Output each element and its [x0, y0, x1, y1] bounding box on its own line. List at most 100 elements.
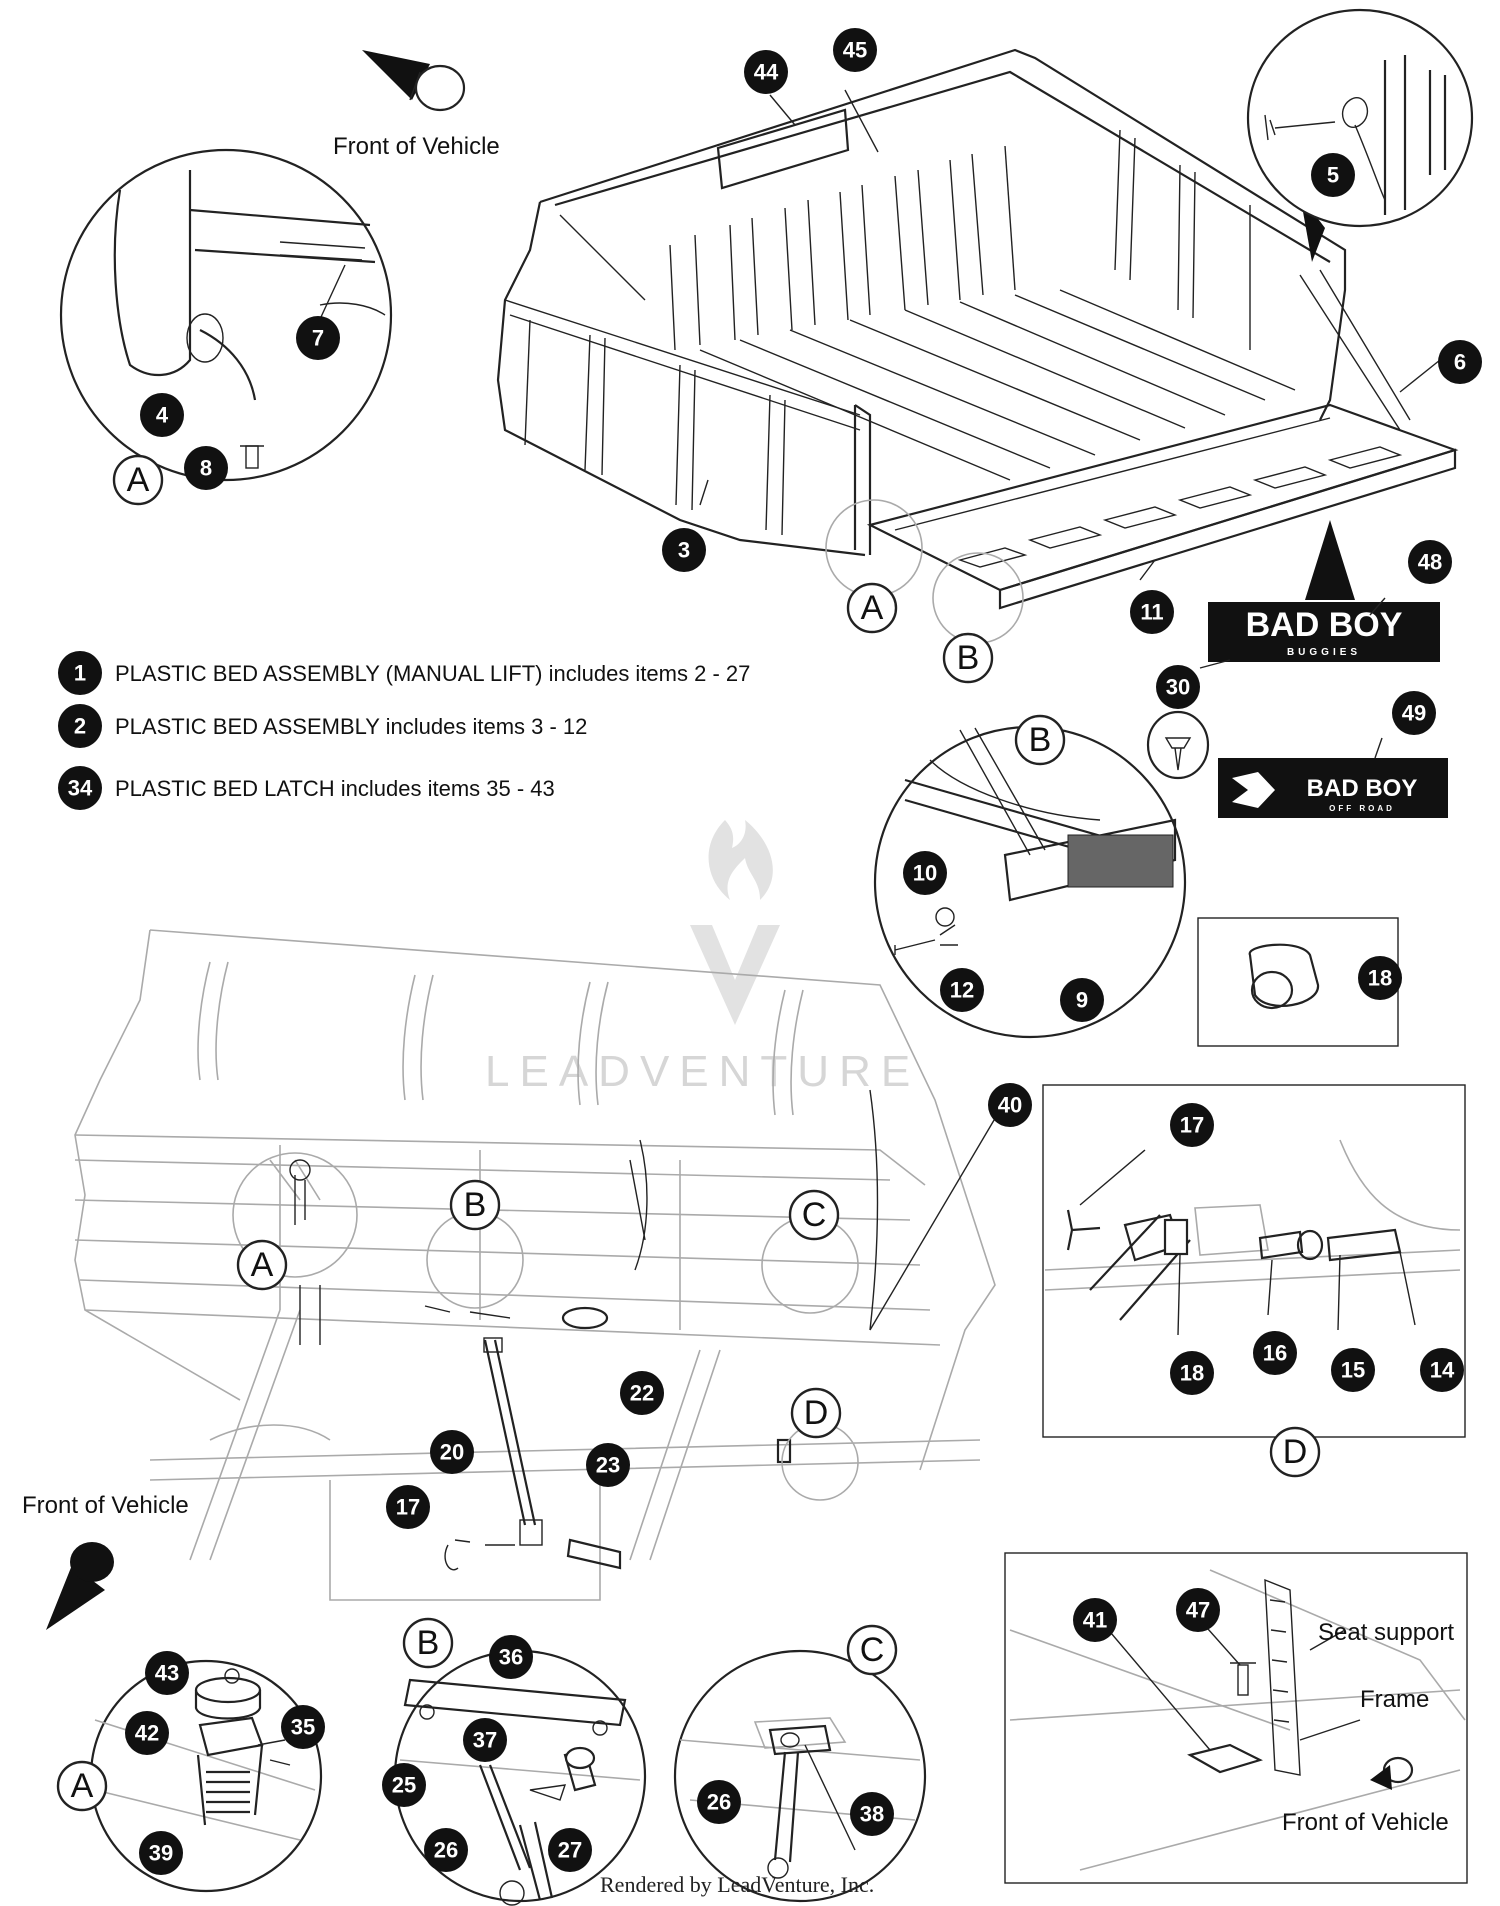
svg-text:39: 39 [149, 1841, 173, 1866]
detail-view-a-bottom [89, 1659, 323, 1893]
svg-text:42: 42 [135, 1721, 159, 1746]
callout-10: 10 [903, 851, 947, 895]
legend-row-1: 1 PLASTIC BED ASSEMBLY (MANUAL LIFT) inc… [58, 651, 750, 695]
svg-text:A: A [71, 1767, 94, 1805]
svg-text:10: 10 [913, 861, 937, 886]
front-of-vehicle-arrow-top [362, 50, 466, 112]
logo-main-text-buggies: BAD BOY [1246, 606, 1403, 644]
callout-14: 14 [1420, 1348, 1464, 1392]
front-of-vehicle-arrow-bottom [46, 1542, 114, 1630]
legend-text-2: PLASTIC BED ASSEMBLY includes items 3 - … [115, 714, 587, 739]
svg-text:37: 37 [473, 1728, 497, 1753]
logo-sub-text-buggies: BUGGIES [1287, 647, 1361, 658]
callout-3: 3 [662, 528, 706, 572]
detail-view-b-middle [873, 725, 1187, 1039]
bad-boy-off-road-logo: BAD BOY OFF ROAD [1218, 758, 1448, 818]
svg-text:27: 27 [558, 1838, 582, 1863]
svg-text:30: 30 [1166, 675, 1190, 700]
view-letter-b-underside: B [449, 1179, 501, 1231]
svg-text:47: 47 [1186, 1598, 1210, 1623]
view-letter-c-underside: C [788, 1189, 840, 1241]
svg-text:45: 45 [843, 38, 867, 63]
svg-text:3: 3 [678, 538, 690, 563]
logo-sub-text-off-road: OFF ROAD [1329, 804, 1395, 813]
svg-text:4: 4 [156, 403, 169, 428]
callout-22: 22 [620, 1371, 664, 1415]
callout-8: 8 [184, 446, 228, 490]
callout-6: 6 [1438, 340, 1482, 384]
svg-text:A: A [251, 1246, 274, 1284]
detail-view-item-5 [1246, 8, 1474, 228]
svg-text:A: A [861, 589, 884, 627]
callout-23: 23 [586, 1443, 630, 1487]
callout-25: 25 [382, 1763, 426, 1807]
callout-48: 48 [1408, 540, 1452, 584]
front-of-vehicle-label-box: Front of Vehicle [1282, 1809, 1449, 1836]
callout-5: 5 [1311, 153, 1355, 197]
callout-38: 38 [850, 1792, 894, 1836]
callout-17-box: 17 [1170, 1103, 1214, 1147]
callout-45: 45 [833, 28, 877, 72]
watermark-text: LEADVENTURE [485, 1047, 920, 1096]
view-letter-b-detail: B [1014, 714, 1066, 766]
svg-text:B: B [417, 1624, 440, 1662]
callout-44: 44 [744, 50, 788, 94]
callout-41: 41 [1073, 1598, 1117, 1642]
legend-row-2: 2 PLASTIC BED ASSEMBLY includes items 3 … [58, 704, 587, 748]
screw-30 [1146, 710, 1210, 780]
front-of-vehicle-label-bottom: Front of Vehicle [22, 1492, 189, 1519]
view-letter-a-top: A [112, 454, 164, 506]
plastic-bed-main-view [496, 48, 1459, 610]
detail-view-a-top [59, 148, 393, 482]
callout-20: 20 [430, 1430, 474, 1474]
svg-text:41: 41 [1083, 1608, 1107, 1633]
legend-number-34: 34 [68, 776, 93, 801]
footer-credit: Rendered by LeadVenture, Inc. [600, 1872, 874, 1897]
view-letter-b-bed: B [932, 552, 1024, 684]
svg-text:23: 23 [596, 1453, 620, 1478]
callout-49: 49 [1392, 691, 1436, 735]
legend-row-3: 34 PLASTIC BED LATCH includes items 35 -… [58, 766, 555, 810]
callout-43: 43 [145, 1651, 189, 1695]
callout-26-c: 26 [697, 1780, 741, 1824]
callout-37: 37 [463, 1718, 507, 1762]
callout-35: 35 [281, 1705, 325, 1749]
svg-text:C: C [860, 1631, 885, 1669]
callout-26-b: 26 [424, 1828, 468, 1872]
svg-text:B: B [1029, 721, 1052, 759]
view-letter-a-bottom: A [56, 1760, 108, 1812]
detail-box-seat-support [1004, 1552, 1468, 1884]
callout-36: 36 [489, 1635, 533, 1679]
svg-text:12: 12 [950, 978, 974, 1003]
legend-text-1: PLASTIC BED ASSEMBLY (MANUAL LIFT) inclu… [115, 661, 750, 686]
svg-text:20: 20 [440, 1440, 464, 1465]
svg-text:17: 17 [396, 1495, 420, 1520]
svg-text:48: 48 [1418, 550, 1442, 575]
callout-17-underside: 17 [386, 1485, 430, 1529]
svg-text:17: 17 [1180, 1113, 1204, 1138]
svg-text:38: 38 [860, 1802, 884, 1827]
svg-text:B: B [464, 1186, 487, 1224]
callout-40: 40 [988, 1083, 1032, 1127]
svg-text:18: 18 [1368, 966, 1392, 991]
svg-text:36: 36 [499, 1645, 523, 1670]
callout-12: 12 [940, 968, 984, 1012]
svg-text:B: B [957, 639, 980, 677]
legend-text-3: PLASTIC BED LATCH includes items 35 - 43 [115, 776, 555, 801]
leadventure-watermark: LEADVENTURE [485, 820, 920, 1096]
view-letter-c-bottom: C [846, 1624, 898, 1676]
svg-text:44: 44 [754, 60, 779, 85]
detail-box-d [1042, 1084, 1466, 1438]
svg-text:A: A [127, 461, 150, 499]
bed-underside-view [74, 929, 1001, 1601]
svg-text:25: 25 [392, 1773, 416, 1798]
detail-view-c-bottom [673, 1649, 927, 1903]
callout-9: 9 [1060, 978, 1104, 1022]
view-letter-d-box: D [1269, 1426, 1321, 1478]
view-letter-a-underside: A [236, 1239, 288, 1291]
svg-text:18: 18 [1180, 1361, 1204, 1386]
callout-18-top: 18 [1358, 956, 1402, 1000]
callout-27: 27 [548, 1828, 592, 1872]
svg-text:9: 9 [1076, 988, 1088, 1013]
svg-text:D: D [804, 1394, 829, 1432]
